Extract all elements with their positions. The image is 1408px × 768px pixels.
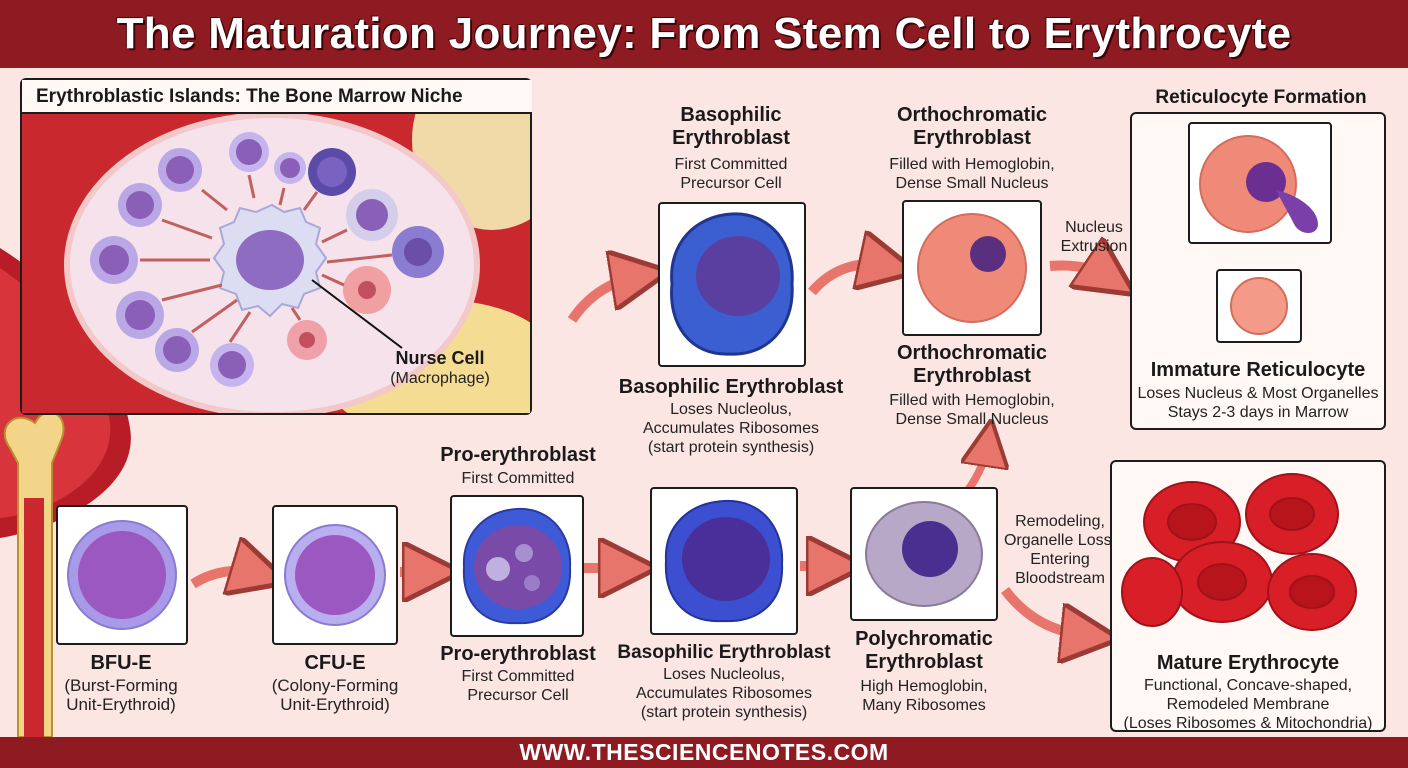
immature-box <box>1216 269 1302 343</box>
bone-icon <box>3 411 65 737</box>
poly-title: Polychromatic Erythroblast <box>855 628 993 673</box>
extrusion-box <box>1188 122 1332 244</box>
ortho-bottom-title: Orthochromatic Erythroblast <box>896 342 1048 387</box>
pro-bottom-title: Pro-erythroblast <box>440 643 596 665</box>
footer-url[interactable]: WWW.THESCIENCENOTES.COM <box>519 739 889 765</box>
footer-banner: WWW.THESCIENCENOTES.COM <box>0 737 1408 768</box>
mature-sub: Functional, Concave-shaped, Remodeled Me… <box>1123 677 1373 732</box>
baso-top-box <box>658 202 806 367</box>
nurse-cell-sub: (Macrophage) <box>390 370 490 387</box>
pro-top-sub: First Committed <box>461 470 575 487</box>
island-illustration <box>22 80 530 413</box>
header-banner: The Maturation Journey: From Stem Cell t… <box>0 0 1408 68</box>
bfu-sub: (Burst-Forming Unit-Erythroid) <box>64 676 178 714</box>
immature-sub: Loses Nucleus & Most Organelles Stays 2-… <box>1137 385 1379 421</box>
immature-title: Immature Reticulocyte <box>1150 359 1366 381</box>
ortho-top-title: Orthochromatic Erythroblast <box>896 104 1048 149</box>
baso-top-sub: First Committed Precursor Cell <box>674 156 788 192</box>
cfu-title: CFU-E <box>304 652 366 674</box>
arrow-bfu-cfu <box>190 571 260 584</box>
nurse-cell <box>212 203 328 318</box>
baso-sub: Loses Nucleolus, Accumulates Ribosomes (… <box>635 666 813 721</box>
retic-title: Reticulocyte Formation <box>1155 87 1367 108</box>
pro-box <box>450 495 584 637</box>
island-title: Erythroblastic Islands: The Bone Marrow … <box>36 86 463 107</box>
baso-bottom-sub: Loses Nucleolus, Accumulates Ribosomes (… <box>642 401 820 456</box>
ortho-bottom-sub: Filled with Hemoglobin, Dense Small Nucl… <box>889 392 1055 428</box>
poly-sub: High Hemoglobin, Many Ribosomes <box>860 678 988 714</box>
island-title-box <box>22 80 532 114</box>
ortho-top-sub: Filled with Hemoglobin, Dense Small Nucl… <box>889 156 1055 192</box>
retic-panel: Immature Reticulocyte Loses Nucleus & Mo… <box>1130 112 1386 430</box>
mature-title: Mature Erythrocyte <box>1156 652 1340 674</box>
island-panel <box>20 78 532 415</box>
nucleus-extrusion-label: Nucleus Extrusion <box>1060 219 1128 255</box>
bfu-title: BFU-E <box>90 652 152 674</box>
baso-bottom-title: Basophilic Erythroblast <box>618 376 844 398</box>
erythrocytes-illustration <box>1121 473 1357 631</box>
ortho-top-box <box>902 200 1042 336</box>
arrow-to-baso-top <box>567 276 640 323</box>
cfu-sub: (Colony-Forming Unit-Erythroid) <box>271 676 399 714</box>
mature-panel: Mature Erythrocyte Functional, Concave-s… <box>1110 460 1386 732</box>
baso-top-title: Basophilic Erythroblast <box>672 104 790 149</box>
cfu-box <box>272 505 398 645</box>
arrow-poly-mature <box>1001 586 1090 636</box>
nurse-cell-title: Nurse Cell <box>395 348 485 368</box>
baso-box <box>650 487 798 635</box>
pro-bottom-sub: First Committed Precursor Cell <box>461 668 575 704</box>
nurse-cell-label: Nurse Cell (Macrophage) <box>370 348 510 388</box>
baso-title: Basophilic Erythroblast <box>617 642 831 663</box>
poly-box <box>850 487 998 621</box>
page-title: The Maturation Journey: From Stem Cell t… <box>116 9 1292 58</box>
island-erythroblasts <box>90 132 444 387</box>
remodel-label: Remodeling, Organelle Loss, Entering Blo… <box>1003 513 1117 587</box>
bfu-box <box>56 505 188 645</box>
arrow-to-retic <box>1049 266 1110 279</box>
pro-top-title: Pro-erythroblast <box>440 444 596 466</box>
arrow-to-ortho-top <box>808 264 888 296</box>
